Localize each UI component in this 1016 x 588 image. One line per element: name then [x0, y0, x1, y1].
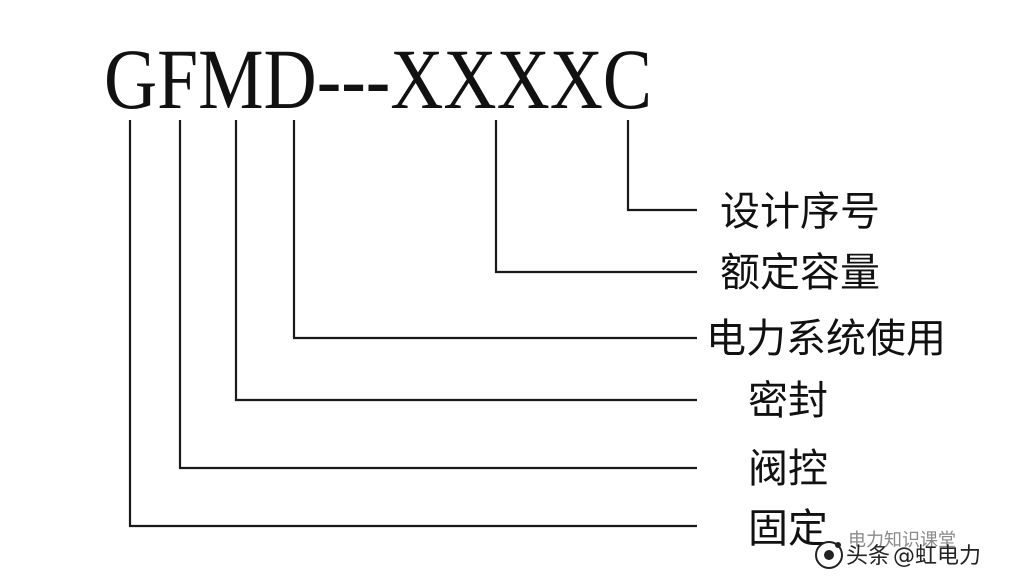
- label-power-system-use: 电力系统使用: [706, 316, 946, 362]
- leader-line-valve-regulated: [178, 120, 697, 470]
- label-rated-capacity: 额定容量: [720, 250, 880, 296]
- watermark-platform: 头条: [846, 544, 890, 569]
- leader-line-power-system-use: [292, 120, 697, 340]
- leader-line-fixed: [128, 120, 697, 528]
- label-sealed: 密封: [748, 378, 828, 424]
- watermark-account: @虹电力: [893, 544, 981, 569]
- label-valve-regulated: 阀控: [748, 446, 828, 492]
- watermark: 电力知识课堂 头条 @虹电力: [815, 530, 981, 569]
- leader-line-design-serial: [626, 120, 697, 212]
- leader-line-rated-capacity: [494, 120, 697, 274]
- watermark-faint-text: 电力知识课堂: [848, 530, 956, 551]
- label-fixed: 固定: [748, 506, 828, 552]
- model-code-text: GFMD---XXXXC: [104, 31, 652, 127]
- watermark-logo-icon: [815, 541, 843, 569]
- leader-line-sealed: [234, 120, 697, 402]
- label-design-serial: 设计序号: [720, 189, 880, 235]
